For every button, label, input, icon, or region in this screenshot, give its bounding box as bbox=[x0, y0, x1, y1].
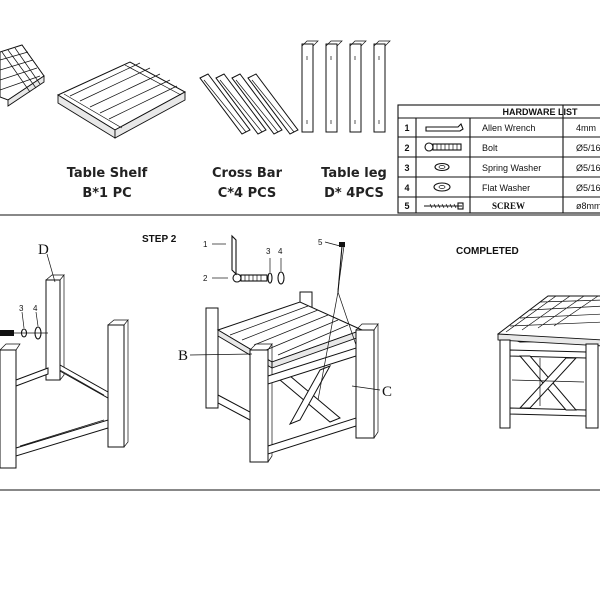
hardware-row-num: 1 bbox=[404, 123, 409, 133]
hardware-row-num: 4 bbox=[404, 183, 409, 193]
hardware-row-num: 5 bbox=[404, 201, 409, 211]
part-qty-cross-bar: C*4 PCS bbox=[218, 186, 277, 201]
hardware-row-spec: Ø5/16 bbox=[576, 143, 600, 153]
flat-washer-icon bbox=[433, 182, 451, 192]
label-c: C bbox=[382, 384, 392, 400]
label-5: 5 bbox=[318, 238, 323, 247]
hardware-header: HARDWARE LIST bbox=[503, 107, 578, 117]
completed-table-drawing bbox=[496, 295, 600, 429]
part-name-table-shelf: Table Shelf bbox=[67, 166, 148, 181]
label-3: 3 bbox=[266, 247, 271, 256]
hardware-row-spec: 4mm bbox=[576, 123, 596, 133]
tabletop-part-drawing bbox=[0, 44, 45, 107]
cross-bar-drawing bbox=[199, 73, 299, 135]
hardware-row-spec: ø8mm bbox=[576, 201, 600, 211]
part-qty-table-shelf: B*1 PC bbox=[82, 186, 131, 201]
step1-drawing bbox=[0, 253, 129, 469]
step2-table-drawing bbox=[205, 291, 379, 463]
hardware-row-name: Spring Washer bbox=[482, 163, 541, 173]
hardware-row-spec: Ø5/16 bbox=[576, 163, 600, 173]
table-shelf-drawing bbox=[56, 61, 187, 139]
label-1: 1 bbox=[203, 240, 208, 249]
hardware-row-name: Bolt bbox=[482, 143, 498, 153]
label-4: 4 bbox=[278, 247, 283, 256]
step2-hardware bbox=[212, 234, 345, 293]
step2-title: STEP 2 bbox=[142, 234, 177, 245]
label-b: B bbox=[178, 348, 188, 364]
part-name-table-leg: Table leg bbox=[321, 166, 387, 181]
hardware-row-name: SCREW bbox=[492, 201, 525, 211]
label-d: D bbox=[38, 242, 49, 258]
label-left-4: 4 bbox=[33, 304, 38, 313]
label-left-3: 3 bbox=[19, 304, 24, 313]
screw-icon bbox=[424, 202, 464, 210]
label-c-leader bbox=[351, 385, 381, 391]
allen-wrench-icon bbox=[425, 123, 464, 132]
hardware-row-num: 2 bbox=[404, 143, 409, 153]
spring-washer-icon bbox=[434, 162, 450, 172]
hardware-row-name: Allen Wrench bbox=[482, 123, 535, 133]
hardware-row-spec: Ø5/16 bbox=[576, 183, 600, 193]
bolt-icon bbox=[424, 142, 462, 152]
part-name-cross-bar: Cross Bar bbox=[212, 166, 283, 181]
hardware-row-name: Flat Washer bbox=[482, 183, 530, 193]
table-leg-drawing bbox=[301, 40, 391, 133]
hardware-table: HARDWARE LIST 1 Allen Wrench 4mm 2 Bolt … bbox=[397, 104, 600, 214]
label-2: 2 bbox=[203, 274, 208, 283]
label-b-leader bbox=[189, 353, 253, 356]
hardware-row-num: 3 bbox=[404, 163, 409, 173]
part-qty-table-leg: D* 4PCS bbox=[324, 186, 384, 201]
completed-title: COMPLETED bbox=[456, 246, 519, 257]
